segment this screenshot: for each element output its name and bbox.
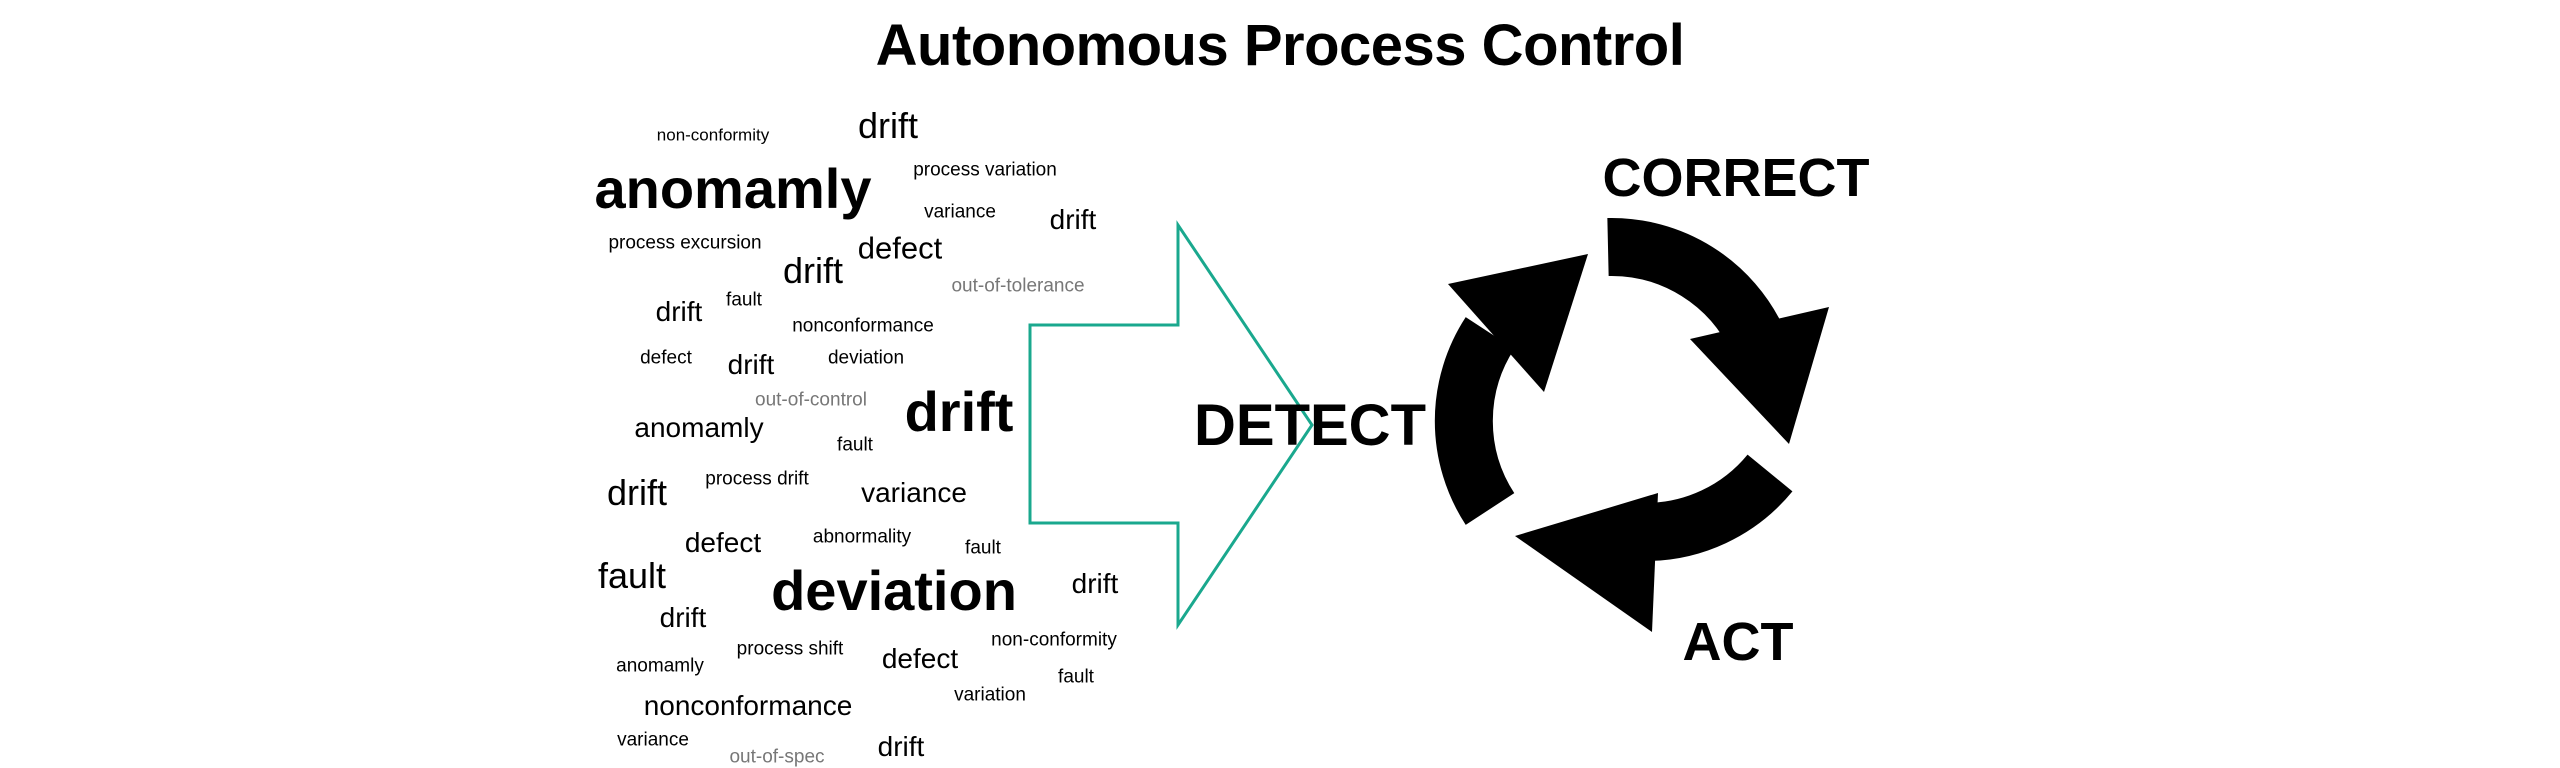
cloud-word: out-of-spec	[729, 746, 825, 768]
cloud-word: anomamly	[594, 157, 872, 220]
cloud-word: defect	[640, 347, 692, 369]
cloud-word: drift	[1049, 204, 1097, 235]
cloud-word: variance	[861, 477, 967, 508]
cloud-word: deviation	[827, 347, 905, 369]
cloud-word: drift	[727, 349, 775, 380]
cloud-word: nonconformance	[643, 690, 853, 721]
cloud-word: out-of-tolerance	[951, 275, 1085, 297]
correct-label: CORRECT	[1602, 148, 1870, 208]
cycle-arrow-bottom	[1643, 454, 1793, 562]
cloud-word: process variation	[913, 159, 1057, 181]
cloud-word: drift	[1071, 568, 1119, 599]
cloud-word: fault	[1058, 666, 1094, 688]
detect-label: DETECT	[1194, 393, 1426, 458]
cloud-word: drift	[606, 472, 668, 513]
cloud-word: variance	[617, 729, 689, 751]
cloud-word: process shift	[736, 638, 844, 660]
cycle-arrowheads	[1448, 254, 1829, 632]
cloud-word: fault	[965, 537, 1001, 559]
cloud-word: abnormality	[812, 526, 912, 548]
cycle-arrow-left	[1434, 317, 1515, 525]
cloud-word: fault	[837, 434, 873, 456]
arrowhead-left	[1448, 254, 1588, 392]
cloud-word: drift	[782, 250, 844, 291]
cloud-word: nonconformance	[792, 315, 934, 337]
diagram-title: Autonomous Process Control	[875, 13, 1685, 78]
cloud-word: drift	[655, 296, 703, 327]
detect-arrow	[1028, 220, 1314, 630]
arrowhead-bottom	[1515, 493, 1658, 632]
cloud-word: drift	[659, 602, 707, 633]
cloud-word: drift	[857, 105, 919, 146]
cloud-word: defect	[684, 527, 762, 558]
cycle-arrow-top-right	[1607, 217, 1785, 354]
word-cloud: non-conformity drift anomamly process varia…	[0, 0, 1119, 768]
cloud-word: drift	[904, 380, 1014, 443]
cloud-word: non-conformity	[991, 629, 1117, 651]
cloud-word: defect	[881, 643, 959, 674]
cloud-word: defect	[857, 230, 943, 266]
cloud-word: variation	[954, 684, 1026, 706]
cloud-word: anomamly	[634, 412, 764, 443]
cloud-word: deviation	[771, 559, 1017, 622]
cloud-word: drift	[877, 731, 925, 762]
cloud-word: variance	[924, 201, 996, 223]
cloud-word: out-of-control	[755, 389, 867, 411]
cloud-word: fault	[597, 555, 667, 596]
cloud-word: anomamly	[616, 655, 704, 677]
arrowhead-top-right	[1690, 307, 1829, 444]
cycle-icon	[1434, 217, 1793, 562]
act-label: ACT	[1682, 612, 1794, 672]
cloud-word: process excursion	[608, 232, 762, 254]
cloud-word: non-conformity	[656, 125, 770, 145]
cloud-word: process drift	[705, 468, 809, 490]
cloud-word: fault	[726, 289, 762, 311]
